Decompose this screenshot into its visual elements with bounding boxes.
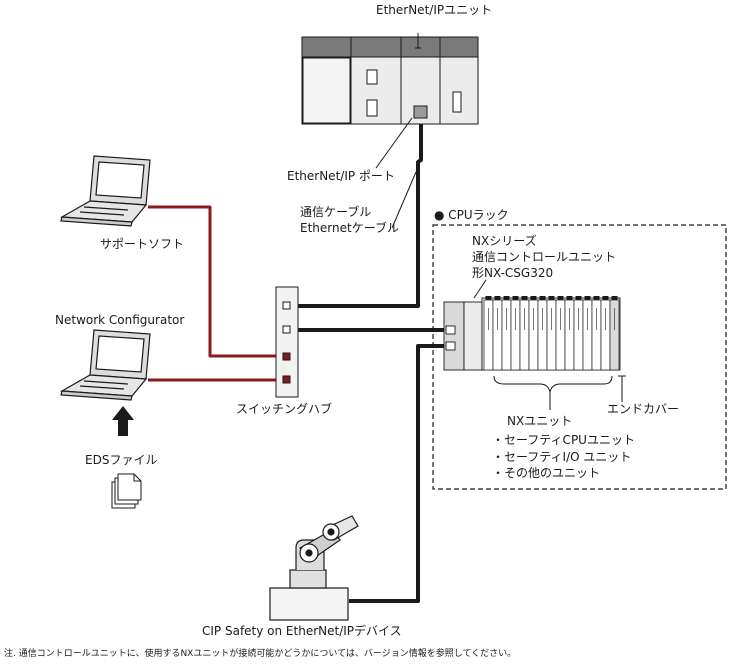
label-safety-cpu-unit: ・セーフティCPUユニット [492,433,635,447]
cable-nx-to-safety-device [349,344,460,603]
nx-unit-slice-tab [602,296,609,300]
leader-comm-cable [391,171,417,229]
label-end-cover: エンドカバー [607,402,680,416]
label-nx-unit: NXユニット [507,414,573,428]
label-ethernetip-unit: EtherNet/IPユニット [376,3,493,17]
cable-plc-to-hub [290,118,423,308]
nx-unit-slice-tab [611,296,618,300]
nx-unit-slice-tab [503,296,510,300]
nx-unit-slice-tab [575,296,582,300]
nx-unit-brace [493,375,613,393]
nx-unit-slice-tab [548,296,555,300]
cip-safety-robot [269,515,359,621]
nx-unit-slice-tab [593,296,600,300]
label-model-number: 形NX-CSG320 [472,266,554,280]
label-safety-io-unit: ・セーフティI/O ユニット [492,450,632,464]
cable-support-pc-to-hub [148,205,283,358]
footnote: 注. 通信コントロールユニットに、使用するNXユニットが接続可能かどうかについて… [4,649,517,659]
eds-file-icon [111,473,142,509]
label-ethernetip-port: EtherNet/IP ポート [287,169,395,183]
switching-hub [275,286,299,398]
label-nx-series: NXシリーズ [472,234,537,248]
label-cip-safety-device: CIP Safety on EtherNet/IPデバイス [202,624,402,638]
nx-unit-slice-tab [584,296,591,300]
leader-nx-series [473,279,487,299]
ethernetip-port [413,105,428,119]
label-eds-file: EDSファイル [85,453,158,467]
cables [148,118,462,603]
nx-unit-slice-tab [539,296,546,300]
nx-unit-slice-tab [494,296,501,300]
nx-unit-slice-tab [485,296,492,300]
label-cpu-rack: ● CPUラック [434,208,509,222]
nx-unit-slice-tab [530,296,537,300]
leader-ethernetip-port [375,117,413,169]
label-comm-cable: 通信ケーブル [300,205,372,219]
label-comm-control-unit: 通信コントロールユニット [472,250,617,264]
plc-rack [301,36,479,125]
label-network-configurator: Network Configurator [55,313,185,327]
nx-unit-slice-tab [566,296,573,300]
network-configurator-laptop [59,329,151,401]
nx-unit-slices [483,296,620,371]
nx-unit-slice-tab [557,296,564,300]
nx-unit-slice-tab [512,296,519,300]
cpu-rack-frame [432,224,727,490]
up-arrow-icon [112,406,134,436]
label-other-units: ・その他のユニット [492,466,601,480]
nx-unit-slice-tab [521,296,528,300]
label-support-software: サポートソフト [100,237,185,251]
label-ethernet-cable: Ethernetケーブル [300,221,399,235]
support-software-laptop [59,155,151,227]
label-switching-hub: スイッチングハブ [236,402,333,416]
